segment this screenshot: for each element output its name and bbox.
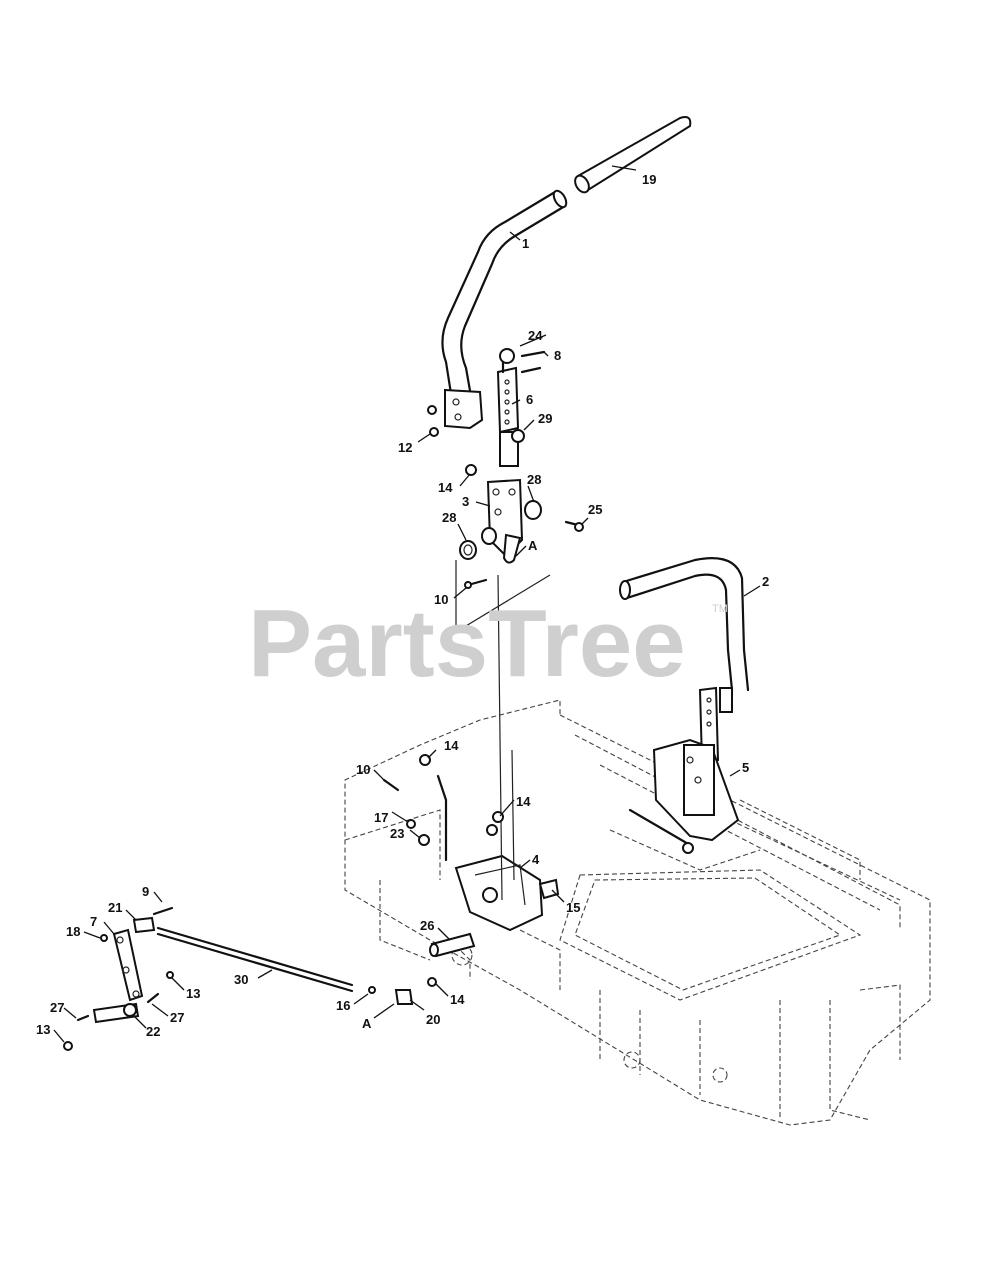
part-28-bushing <box>459 540 477 560</box>
small-fasteners <box>63 934 174 1051</box>
callout-28-right: 28 <box>527 472 541 487</box>
part-4-left-bracket <box>454 854 560 932</box>
callout-27-left: 27 <box>50 1000 64 1015</box>
mower-frame <box>344 699 931 1126</box>
callout-21: 21 <box>108 900 122 915</box>
handle-hardware <box>427 350 546 476</box>
part-2-right-handle <box>619 557 750 764</box>
part-22-damper <box>92 1002 140 1024</box>
callout-5: 5 <box>742 760 749 775</box>
part-30-rod <box>156 926 354 993</box>
callout-A-upper: A <box>528 538 538 553</box>
callout-18: 18 <box>66 924 80 939</box>
part-19-grip-tube <box>574 116 692 194</box>
assembly-lines <box>455 560 551 901</box>
part-1-left-handle <box>441 189 568 430</box>
callout-19: 19 <box>642 172 656 187</box>
callout-25: 25 <box>588 502 602 517</box>
callout-4: 4 <box>532 852 540 867</box>
callout-10-lower: 10 <box>356 762 370 777</box>
callout-14-lower: 14 <box>450 992 465 1007</box>
part-3-pivot-bracket <box>481 478 584 564</box>
watermark-text: PartsTree <box>248 590 686 697</box>
callout-17: 17 <box>374 810 388 825</box>
callout-8: 8 <box>554 348 561 363</box>
callout-28-left: 28 <box>442 510 456 525</box>
watermark-trademark: TM <box>712 603 728 615</box>
callout-26: 26 <box>420 918 434 933</box>
part-7-lever <box>112 928 144 1002</box>
callout-10-upper: 10 <box>434 592 448 607</box>
callout-6: 6 <box>526 392 533 407</box>
callout-15: 15 <box>566 900 580 915</box>
part-10-bolt <box>464 578 488 589</box>
callout-20: 20 <box>426 1012 440 1027</box>
callout-7: 7 <box>90 914 97 929</box>
callout-22: 22 <box>146 1024 160 1039</box>
callout-29: 29 <box>538 411 552 426</box>
partstree-watermark: PartsTree TM <box>248 590 728 697</box>
part-6-adjust-bracket <box>496 348 520 467</box>
linkage-hardware <box>382 754 504 862</box>
callout-14-mid: 14 <box>444 738 459 753</box>
leader-lines <box>53 165 761 1043</box>
callout-labels: 19 1 24 8 6 29 12 14 28 3 25 28 A 10 2 5… <box>36 172 769 1039</box>
callout-1: 1 <box>522 236 529 251</box>
callout-13-left: 13 <box>36 1022 50 1037</box>
callout-2: 2 <box>762 574 769 589</box>
callout-14-upper: 14 <box>438 480 453 495</box>
callout-A-lower: A <box>362 1016 372 1031</box>
callout-12: 12 <box>398 440 412 455</box>
part-26-pin <box>429 932 476 958</box>
callout-30: 30 <box>234 972 248 987</box>
callout-24: 24 <box>528 328 543 343</box>
callout-27-right: 27 <box>170 1010 184 1025</box>
part-5-right-pivot <box>628 738 740 854</box>
callout-14-right: 14 <box>516 794 531 809</box>
callout-23: 23 <box>390 826 404 841</box>
callout-9: 9 <box>142 884 149 899</box>
part-21-swivel <box>132 906 174 934</box>
callout-3: 3 <box>462 494 469 509</box>
callout-16: 16 <box>336 998 350 1013</box>
callout-13-right: 13 <box>186 986 200 1001</box>
part-20-rod-end <box>368 977 437 1005</box>
